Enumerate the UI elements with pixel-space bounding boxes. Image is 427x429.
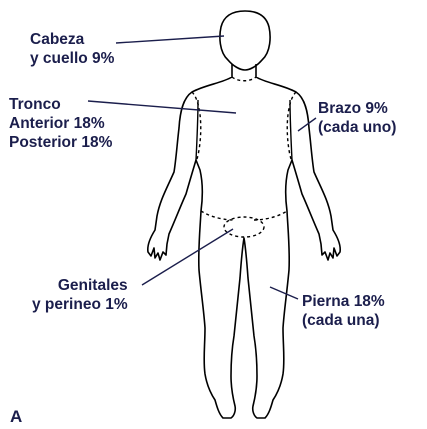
cabeza-label: Cabeza y cuello 9%	[30, 30, 114, 68]
cabeza-label-line1: Cabeza	[30, 31, 85, 48]
genital-dashed-region	[223, 216, 265, 238]
brazo-label-line2: (cada uno)	[318, 119, 397, 136]
right-inner-arm-line	[289, 99, 293, 161]
genitales-label-line2: y perineo 1%	[32, 296, 128, 313]
brazo-leader-line	[297, 117, 317, 132]
left-shoulder-dashed-boundary	[191, 91, 202, 161]
head-outline	[219, 10, 271, 71]
genitales-leader-line	[141, 228, 234, 286]
left-inner-arm-line	[195, 99, 199, 161]
body-silhouette	[147, 64, 341, 419]
brazo-label-line1: Brazo 9%	[318, 100, 388, 117]
tronco-leader-line	[87, 100, 237, 114]
pierna-label-line1: Pierna 18%	[302, 293, 385, 310]
hip-dashed-boundary	[200, 210, 288, 221]
genitales-label: Genitales y perineo 1%	[32, 276, 128, 314]
tronco-label: Tronco Anterior 18% Posterior 18%	[9, 95, 112, 152]
tronco-label-line3: Posterior 18%	[9, 134, 113, 151]
genitales-label-line1: Genitales	[57, 277, 128, 294]
tronco-label-line2: Anterior 18%	[9, 115, 105, 132]
cabeza-label-line2: y cuello 9%	[30, 50, 115, 67]
pierna-label: Pierna 18% (cada una)	[302, 292, 385, 330]
cabeza-leader-line	[115, 35, 225, 44]
brazo-label: Brazo 9% (cada uno)	[318, 99, 396, 137]
neck-dashed-boundary	[231, 76, 257, 82]
right-shoulder-dashed-boundary	[286, 91, 297, 161]
panel-letter: A	[10, 407, 23, 426]
pierna-label-line2: (cada una)	[302, 312, 380, 329]
pierna-leader-line	[269, 286, 299, 300]
tronco-label-line1: Tronco	[9, 96, 61, 113]
